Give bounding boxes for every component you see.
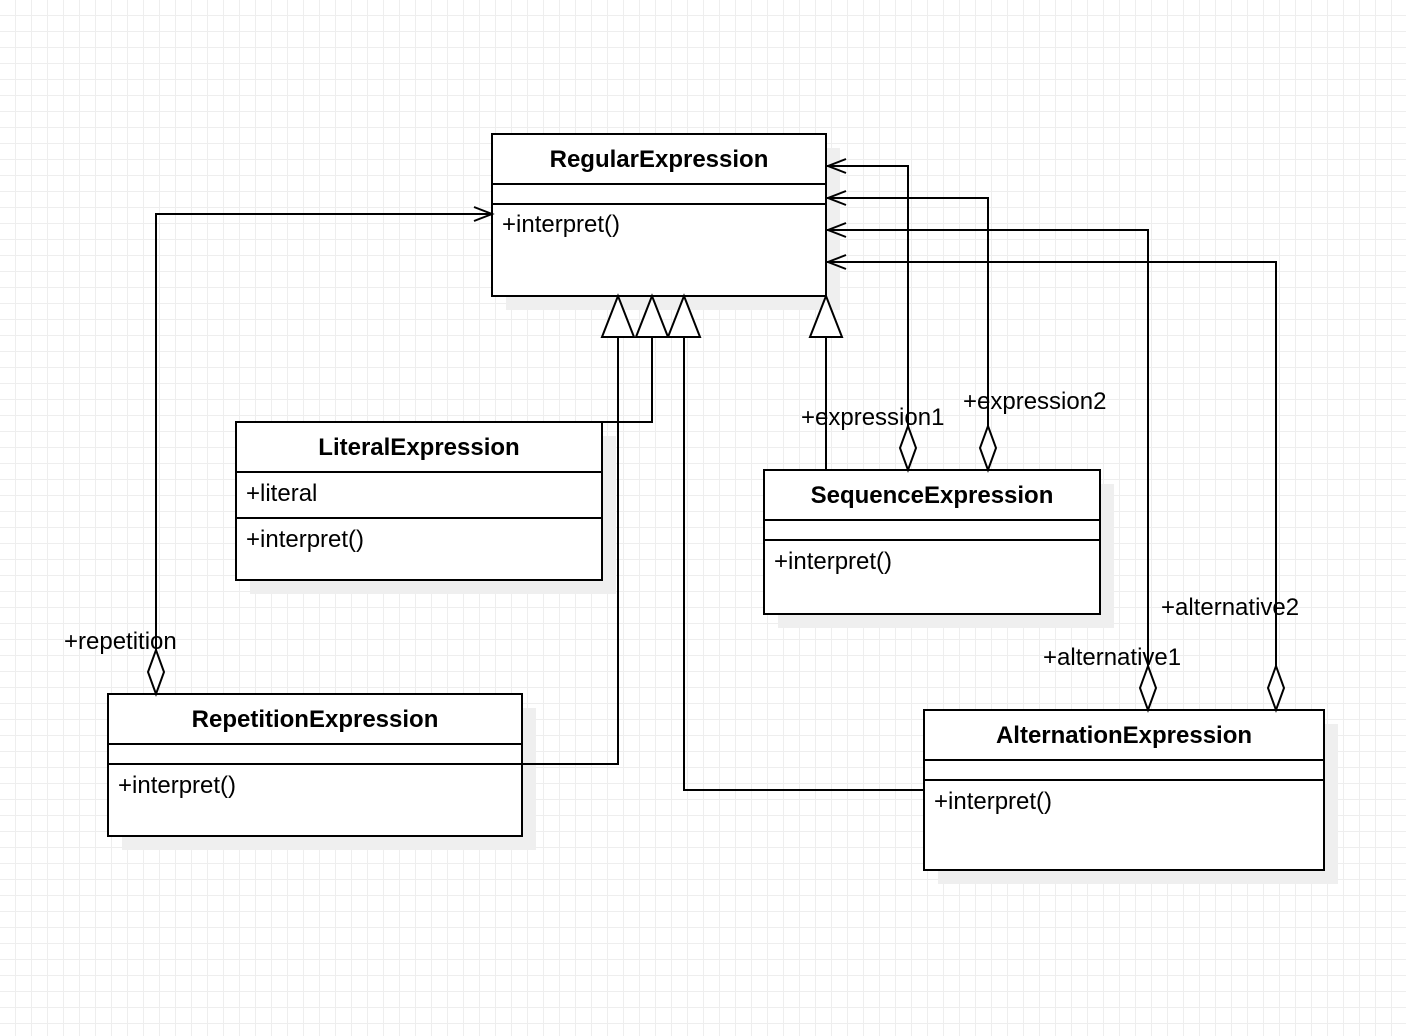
operation-interpret: +interpret() bbox=[118, 772, 236, 799]
repetition-generalization-arrowhead bbox=[600, 293, 636, 338]
repetition-arrowhead bbox=[473, 206, 495, 222]
alternative2-aggregation-line[interactable] bbox=[826, 261, 1277, 666]
role-label-alternative1: +alternative1 bbox=[1043, 644, 1181, 671]
class-sequence-expression[interactable]: SequenceExpression +interpret() bbox=[763, 469, 1101, 615]
expression1-arrowhead bbox=[825, 158, 847, 174]
role-label-expression2: +expression2 bbox=[963, 388, 1106, 415]
class-alternation-expression[interactable]: AlternationExpression +interpret() bbox=[923, 709, 1325, 871]
repetition-aggregation-diamond bbox=[146, 647, 166, 697]
aggregation-diamonds bbox=[146, 423, 1286, 713]
alternative1-aggregation-diamond bbox=[1138, 663, 1158, 713]
expression1-aggregation-line[interactable] bbox=[826, 165, 909, 426]
role-label-expression1: +expression1 bbox=[801, 404, 944, 431]
role-label-repetition: +repetition bbox=[64, 628, 177, 655]
alternation-generalization-arrowhead bbox=[666, 293, 702, 338]
literal-generalization-arrowhead bbox=[634, 293, 670, 338]
association-arrowheads bbox=[473, 158, 847, 270]
class-name: RegularExpression bbox=[550, 146, 769, 173]
class-regular-expression[interactable]: RegularExpression +interpret() bbox=[491, 133, 827, 297]
operation-interpret: +interpret() bbox=[502, 211, 620, 238]
repetition-generalization-line[interactable] bbox=[522, 337, 619, 765]
class-repetition-expression[interactable]: RepetitionExpression +interpret() bbox=[107, 693, 523, 837]
alternative1-aggregation-line[interactable] bbox=[826, 229, 1149, 666]
operation-interpret: +interpret() bbox=[934, 788, 1052, 815]
alternation-generalization-line[interactable] bbox=[683, 337, 924, 791]
class-literal-expression[interactable]: LiteralExpression +literal +interpret() bbox=[235, 421, 603, 581]
expression2-aggregation-line[interactable] bbox=[826, 197, 989, 426]
role-label-alternative2: +alternative2 bbox=[1161, 594, 1299, 621]
connectors bbox=[155, 165, 1277, 791]
sequence-generalization-arrowhead bbox=[808, 293, 844, 338]
class-name: AlternationExpression bbox=[996, 722, 1252, 749]
operation-interpret: +interpret() bbox=[246, 526, 364, 553]
literal-generalization-line[interactable] bbox=[602, 337, 653, 423]
alternative2-aggregation-diamond bbox=[1266, 663, 1286, 713]
operation-interpret: +interpret() bbox=[774, 548, 892, 575]
alternative2-arrowhead bbox=[825, 254, 847, 270]
expression2-aggregation-diamond bbox=[978, 423, 998, 473]
attribute-literal: +literal bbox=[246, 480, 317, 507]
class-name: SequenceExpression bbox=[811, 482, 1054, 509]
expression2-arrowhead bbox=[825, 190, 847, 206]
class-name: RepetitionExpression bbox=[192, 706, 439, 733]
expression1-aggregation-diamond bbox=[898, 423, 918, 473]
alternative1-arrowhead bbox=[825, 222, 847, 238]
generalization-arrowheads bbox=[600, 293, 844, 338]
class-name: LiteralExpression bbox=[318, 434, 519, 461]
repetition-aggregation-line[interactable] bbox=[155, 213, 492, 650]
